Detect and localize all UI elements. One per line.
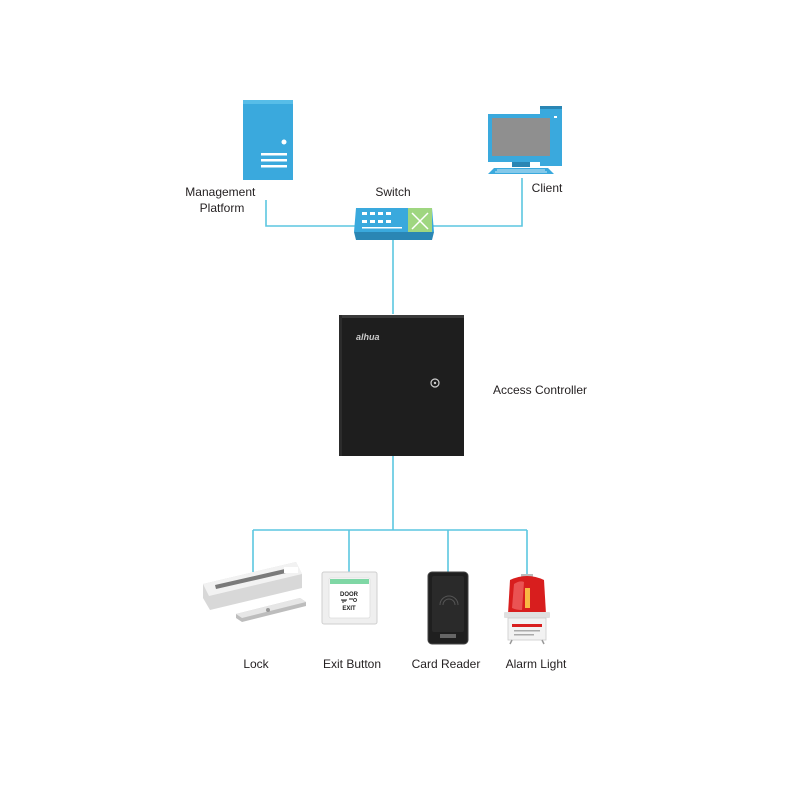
connector-lines [252,178,528,574]
exit-button-bottom-text: EXIT [342,606,356,612]
card-reader-label: Card Reader [412,657,481,671]
management-platform-label: Management Platform [185,185,258,215]
alarm-light-label: Alarm Light [506,657,567,671]
controller-brand-text: alhua [356,332,380,342]
exit-button-icon: DOOR EXIT [321,571,378,625]
controller-box-icon: alhua [339,315,464,456]
switch-label: Switch [375,185,410,199]
exit-button-top-text: DOOR [340,592,359,598]
client-to-switch-line [432,178,523,227]
magnetic-lock-icon [203,562,306,622]
server-icon [243,100,293,180]
management-platform-label-line2: Platform [200,201,245,215]
network-switch-icon [354,208,434,240]
management-platform-label-line1: Management [185,185,256,199]
card-reader-icon [427,571,469,645]
desktop-computer-icon [488,106,562,174]
alarm-light-icon [504,574,550,645]
access-controller-label: Access Controller [493,383,587,397]
server-to-switch-line [265,200,355,227]
exit-button-label: Exit Button [323,657,381,671]
lock-label: Lock [243,657,269,671]
client-label: Client [532,181,563,195]
